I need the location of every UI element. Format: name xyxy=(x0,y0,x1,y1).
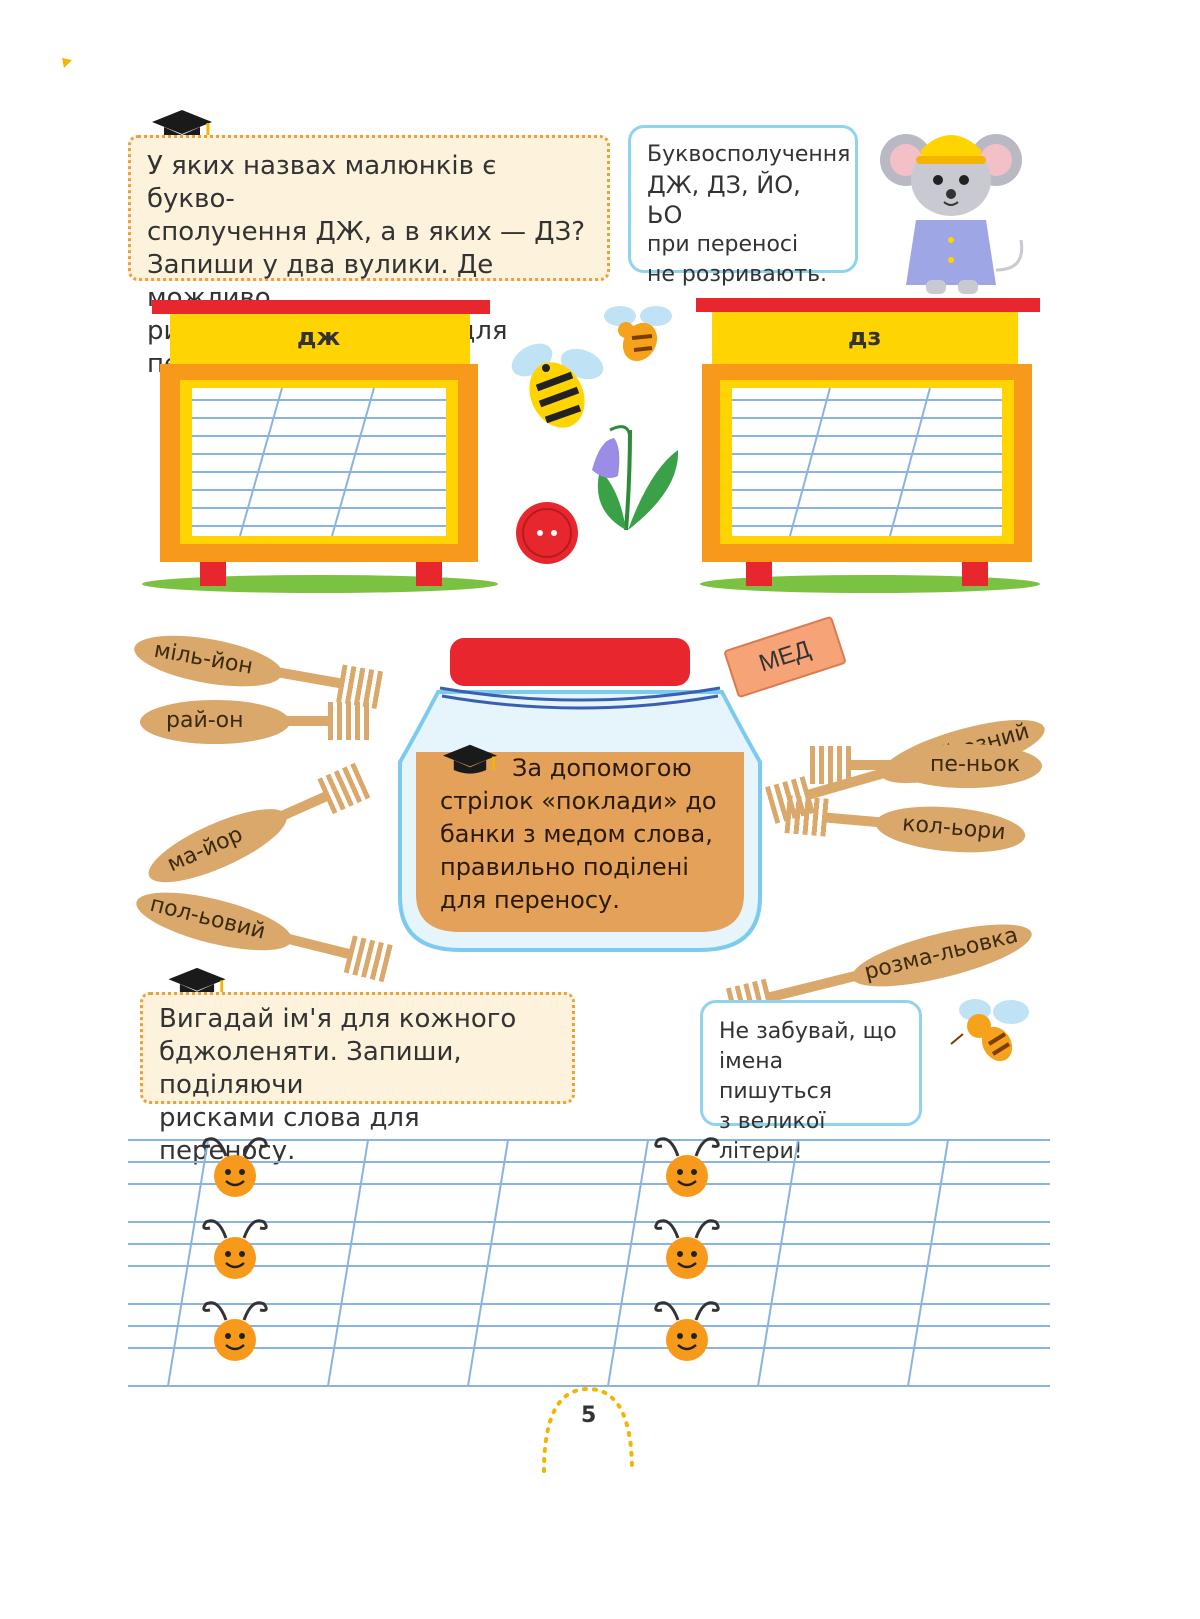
jar-instruction: За допомогою стрілок «поклади» до банки … xyxy=(440,752,740,917)
jar-instruction-line: банки з медом слова, xyxy=(440,820,713,848)
graduation-cap-icon xyxy=(443,744,497,774)
tip-1-line: Буквосполучення xyxy=(647,142,851,167)
task-2-box: Вигадай ім'я для кожного бджоленяти. Зап… xyxy=(140,992,575,1166)
bee-large-icon xyxy=(511,343,604,428)
honey-tag: МЕД xyxy=(723,615,847,699)
tip-2-line: імена пишуться xyxy=(719,1049,832,1104)
page-number-arch xyxy=(542,1386,634,1473)
tip-2-line: Не забувай, що xyxy=(719,1019,897,1044)
jar-instruction-line: правильно поділені xyxy=(440,853,689,881)
beehive-left xyxy=(142,300,498,593)
hive-left-label: дж xyxy=(297,323,341,351)
tip-1-bubble: Буквосполучення ДЖ, ДЗ, ЙО, ЬО при перен… xyxy=(628,125,858,287)
task-2-line: бджоленяти. Запиши, поділяючи xyxy=(159,1037,462,1100)
honey-dipper-left-2[interactable]: рай-он xyxy=(140,696,375,752)
bellflower-icon xyxy=(592,425,679,531)
jar-instruction-line: стрілок «поклади» до xyxy=(440,787,717,815)
task-2-line: Вигадай ім'я для кожного xyxy=(159,1004,517,1034)
task-1-line: сполучення ДЖ, а в яких — ДЗ? xyxy=(147,217,586,247)
hive-right-label: дз xyxy=(848,323,882,351)
honey-dipper-right-3[interactable]: кол-ьори xyxy=(783,789,1028,866)
bee-face-icon xyxy=(654,1137,720,1197)
mouse-character-icon xyxy=(880,134,1024,294)
beehive-right xyxy=(696,298,1040,593)
bee-face-icon xyxy=(654,1301,720,1361)
honey-tag-label: МЕД xyxy=(755,635,814,678)
tip-2-bubble: Не забувай, що імена пишуться з великої … xyxy=(700,1000,922,1164)
honey-dipper-left-3[interactable]: ма-йор xyxy=(139,755,381,904)
red-button-icon xyxy=(516,502,578,564)
task-1-line: Запиши у два вулики. Де можливо, xyxy=(147,250,494,313)
corner-mark xyxy=(62,58,72,68)
tip-1-line: при переносі xyxy=(647,232,799,257)
writing-lines xyxy=(128,1139,1050,1387)
honey-dipper-right-2[interactable]: пе-ньок xyxy=(810,740,1042,796)
bee-waving-icon xyxy=(950,999,1029,1062)
tip-1-line: ДЖ, ДЗ, ЙО, ЬО xyxy=(647,171,801,229)
spoon-word: пе-ньок xyxy=(930,752,1020,777)
tip-1-line: не розривають. xyxy=(647,262,828,287)
task-1-box: У яких назвах малюнків є букво- сполучен… xyxy=(128,135,610,379)
task-1-line: У яких назвах малюнків є букво- xyxy=(147,151,497,214)
bee-small-icon xyxy=(604,306,672,362)
bee-face-icon xyxy=(202,1137,268,1197)
page-number: 5 xyxy=(581,1403,597,1428)
bee-face-icon xyxy=(202,1301,268,1361)
jar-instruction-line: для переносу. xyxy=(440,886,620,914)
spoon-word: рай-он xyxy=(166,708,244,733)
tip-2-line: з великої літери! xyxy=(719,1109,826,1164)
bee-face-icon xyxy=(654,1219,720,1279)
bee-face-icon xyxy=(202,1219,268,1279)
jar-instruction-line: За допомогою xyxy=(512,754,692,782)
